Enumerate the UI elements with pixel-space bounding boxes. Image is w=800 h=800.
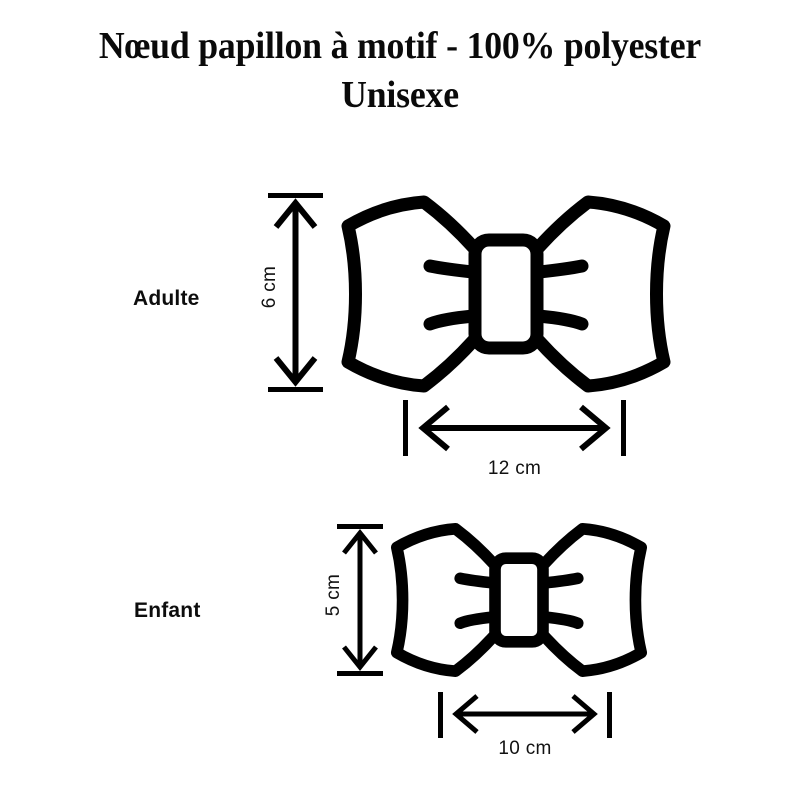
adult-width-tick-left [403, 400, 408, 456]
size-label-adult: Adulte [133, 287, 200, 310]
adult-height-dimension: 6 cm [259, 193, 323, 392]
page-title: Nœud papillon à motif - 100% polyester U… [0, 22, 800, 121]
bowtie-icon-child [381, 518, 657, 682]
adult-height-value: 6 cm [259, 265, 280, 309]
adult-width-value: 12 cm [487, 458, 542, 479]
child-width-tick-right [607, 692, 612, 738]
child-height-value: 5 cm [323, 573, 344, 617]
child-width-tick-left [438, 692, 443, 738]
adult-height-tick-top [268, 193, 323, 198]
double-arrow-vertical-icon [273, 198, 318, 387]
page-title-line-2: Unisexe [341, 74, 459, 117]
double-arrow-horizontal-icon [452, 694, 598, 734]
child-width-value: 10 cm [498, 738, 552, 759]
adult-height-tick-bottom [268, 387, 323, 392]
child-height-tick-bottom [337, 671, 383, 676]
child-width-dimension: 10 cm [438, 692, 612, 759]
adult-width-tick-right [621, 400, 626, 456]
page-title-line-1: Nœud papillon à motif - 100% polyester [98, 25, 702, 67]
adult-width-dimension: 12 cm [403, 400, 626, 479]
double-arrow-horizontal-icon [418, 404, 611, 452]
child-height-dimension: 5 cm [323, 524, 383, 676]
bowtie-icon-adult [336, 188, 676, 400]
child-height-tick-top [337, 524, 383, 529]
double-arrow-vertical-icon [342, 528, 378, 672]
size-label-child: Enfant [134, 599, 201, 622]
